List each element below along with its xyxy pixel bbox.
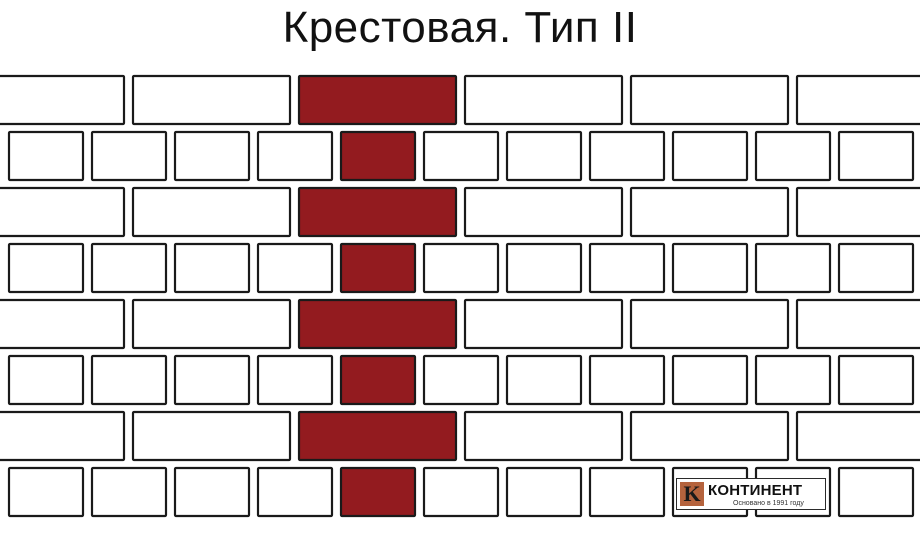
diagram-title: Крестовая. Тип II xyxy=(282,3,638,52)
highlighted-brick xyxy=(339,242,417,294)
stretcher-brick xyxy=(463,410,624,462)
header-brick xyxy=(837,130,915,182)
header-brick xyxy=(837,466,915,518)
stretcher-brick xyxy=(795,74,920,126)
stretcher-brick xyxy=(795,410,920,462)
stretcher-brick xyxy=(131,410,292,462)
header-brick xyxy=(837,354,915,406)
logo-name: КОНТИНЕНТ xyxy=(708,482,803,499)
stretcher-brick xyxy=(0,410,126,462)
stretcher-brick xyxy=(0,74,126,126)
header-brick xyxy=(505,354,583,406)
stretcher-brick xyxy=(0,298,126,350)
highlighted-brick xyxy=(297,186,458,238)
header-brick xyxy=(671,130,749,182)
stretcher-brick xyxy=(463,186,624,238)
header-brick xyxy=(671,354,749,406)
stretcher-brick xyxy=(795,186,920,238)
header-brick xyxy=(588,130,666,182)
header-brick xyxy=(505,466,583,518)
stretcher-brick xyxy=(629,410,790,462)
header-brick xyxy=(754,242,832,294)
header-brick xyxy=(588,354,666,406)
stretcher-brick xyxy=(131,74,292,126)
header-brick xyxy=(90,466,168,518)
highlighted-brick xyxy=(297,410,458,462)
header-brick xyxy=(256,242,334,294)
stretcher-brick xyxy=(795,298,920,350)
header-brick xyxy=(837,242,915,294)
header-brick xyxy=(754,354,832,406)
header-brick xyxy=(505,130,583,182)
header-brick xyxy=(256,354,334,406)
header-brick xyxy=(90,242,168,294)
stretcher-brick xyxy=(463,74,624,126)
header-brick xyxy=(90,130,168,182)
header-brick xyxy=(422,130,500,182)
header-brick xyxy=(7,466,85,518)
header-brick xyxy=(7,242,85,294)
header-brick xyxy=(173,354,251,406)
header-brick xyxy=(422,242,500,294)
stretcher-brick xyxy=(629,298,790,350)
header-brick xyxy=(588,466,666,518)
logo-k-icon: K xyxy=(680,482,704,506)
stretcher-brick xyxy=(131,298,292,350)
header-brick xyxy=(7,130,85,182)
highlighted-brick xyxy=(297,74,458,126)
highlighted-brick xyxy=(339,130,417,182)
header-brick xyxy=(671,242,749,294)
stretcher-brick xyxy=(0,186,126,238)
logo-tagline: Основано в 1991 году xyxy=(733,500,804,507)
stretcher-brick xyxy=(131,186,292,238)
stretcher-brick xyxy=(629,186,790,238)
header-brick xyxy=(588,242,666,294)
header-brick xyxy=(505,242,583,294)
header-brick xyxy=(422,466,500,518)
highlighted-brick xyxy=(297,298,458,350)
stretcher-brick xyxy=(629,74,790,126)
header-brick xyxy=(90,354,168,406)
header-brick xyxy=(173,242,251,294)
header-brick xyxy=(422,354,500,406)
header-brick xyxy=(7,354,85,406)
company-logo: K КОНТИНЕНТ Основано в 1991 году xyxy=(676,478,826,510)
highlighted-brick xyxy=(339,354,417,406)
header-brick xyxy=(173,130,251,182)
header-brick xyxy=(256,466,334,518)
stretcher-brick xyxy=(463,298,624,350)
header-brick xyxy=(754,130,832,182)
header-brick xyxy=(173,466,251,518)
highlighted-brick xyxy=(339,466,417,518)
header-brick xyxy=(256,130,334,182)
